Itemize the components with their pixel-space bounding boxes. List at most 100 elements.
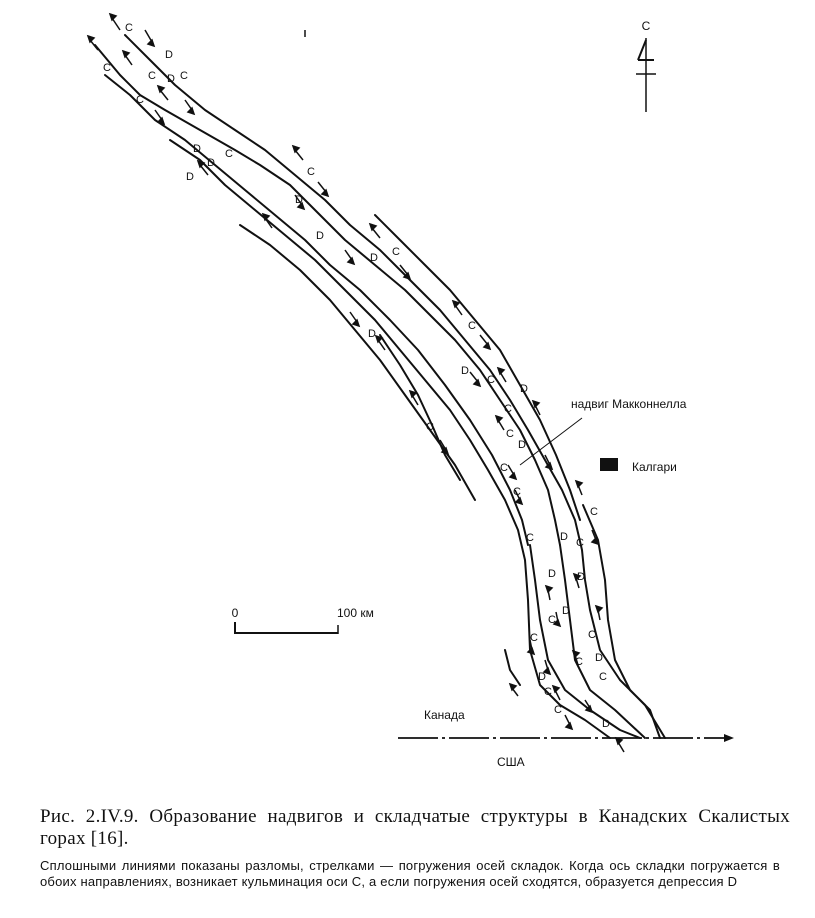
fault-line: [559, 544, 646, 739]
city-label: Калгари: [632, 460, 677, 474]
fold-mark: D: [295, 194, 303, 206]
plunge-arrow: [156, 84, 169, 101]
fold-mark: D: [548, 568, 556, 580]
plunge-arrow: [544, 454, 554, 471]
fold-mark: D: [560, 531, 568, 543]
fold-mark: С: [468, 320, 476, 332]
plunge-arrow: [584, 699, 594, 714]
plunge-arrow: [514, 489, 524, 506]
fold-mark: С: [526, 532, 534, 544]
fold-mark: С: [590, 506, 598, 518]
plunge-arrow: [108, 12, 121, 31]
fold-marks: С С D С D С D С D С D С D D С D С D С D …: [103, 22, 610, 730]
fold-mark: С: [103, 62, 111, 74]
plunge-arrow: [294, 194, 306, 211]
fold-mark: С: [548, 614, 556, 626]
fold-mark: С: [513, 486, 521, 498]
plunge-arrow: [479, 334, 492, 351]
fold-mark: С: [125, 22, 133, 34]
plunge-arrow: [368, 222, 381, 239]
scale-bar: 0 100 км: [232, 606, 374, 634]
caption-title: Рис. 2.IV.9. Образование надвигов и скла…: [40, 806, 790, 849]
fold-mark: D: [538, 671, 546, 683]
fault-line: [169, 139, 611, 739]
scale-start-label: 0: [232, 606, 239, 620]
fault-lines: [94, 34, 666, 739]
fold-mark: D: [207, 157, 215, 169]
fold-mark: С: [504, 403, 512, 415]
fold-mark: D: [520, 383, 528, 395]
plunge-arrow: [531, 399, 541, 416]
fault-line: [104, 74, 529, 546]
plunge-arrow: [574, 479, 584, 496]
plunge-arrow: [121, 49, 133, 66]
thrust-leader-line: [519, 417, 583, 466]
plunge-arrow: [344, 249, 356, 266]
plunge-arrow: [552, 611, 562, 628]
fold-mark: D: [193, 143, 201, 155]
plunge-arrow: [590, 529, 600, 546]
plunge-arrow: [614, 736, 625, 753]
usa-label: США: [497, 755, 525, 769]
fold-mark: D: [368, 328, 376, 340]
fold-mark: D: [602, 718, 610, 730]
fold-mark: С: [307, 166, 315, 178]
fold-mark: С: [576, 537, 584, 549]
fold-mark: С: [225, 148, 233, 160]
plunge-arrow: [494, 414, 505, 431]
fold-mark: С: [392, 246, 400, 258]
plunge-arrow: [571, 649, 581, 666]
plunge-arrow: [399, 264, 412, 281]
fold-mark: С: [575, 656, 583, 668]
plunge-arrow: [451, 299, 463, 316]
fold-mark: С: [599, 671, 607, 683]
fold-mark: D: [316, 230, 324, 242]
plunge-arrow: [291, 144, 304, 161]
fold-mark: D: [461, 365, 469, 377]
plunge-arrow: [408, 389, 419, 406]
plunge-arrow: [196, 159, 209, 176]
fold-mark: С: [506, 428, 514, 440]
plunge-arrow: [507, 464, 518, 481]
fold-mark: D: [167, 73, 175, 85]
fold-mark: С: [426, 421, 434, 433]
fault-line: [374, 214, 581, 521]
plunge-arrow: [572, 572, 582, 589]
plunge-arrow: [374, 334, 386, 351]
fold-mark: D: [595, 652, 603, 664]
north-arrow-icon: С: [636, 19, 656, 112]
fault-line: [582, 504, 661, 739]
plunge-arrow: [542, 659, 552, 676]
plunge-arrow: [594, 604, 604, 621]
plunge-arrow: [261, 212, 273, 229]
fold-mark: D: [562, 605, 570, 617]
plunge-arrow: [564, 714, 574, 731]
plunge-arrow: [439, 439, 450, 456]
fault-line: [239, 224, 476, 501]
plunge-arrow: [508, 682, 519, 697]
fold-mark: С: [544, 686, 552, 698]
fault-line: [529, 544, 641, 739]
fold-mark: С: [588, 629, 596, 641]
fold-mark: D: [165, 49, 173, 61]
fold-mark: D: [370, 252, 378, 264]
city-marker-icon: [600, 458, 618, 471]
fold-mark: D: [518, 439, 526, 451]
fold-mark: С: [487, 374, 495, 386]
plunge-arrow: [544, 584, 554, 601]
thrust-fold-map: С С D С D С D С D С D С D D С D С D С D …: [86, 12, 734, 769]
fold-mark: С: [148, 70, 156, 82]
fold-mark: С: [530, 632, 538, 644]
plunge-arrow: [317, 181, 330, 198]
fold-mark: С: [180, 70, 188, 82]
thrust-label: надвиг Макконнелла: [571, 397, 687, 411]
north-label: С: [642, 19, 651, 33]
plunge-arrow: [551, 684, 561, 701]
fold-mark: D: [577, 571, 585, 583]
plunge-arrow: [86, 34, 99, 51]
plunge-arrow: [496, 366, 507, 383]
plunge-arrow: [184, 99, 196, 116]
fault-line: [504, 649, 521, 686]
fault-line: [379, 334, 461, 481]
fault-line: [124, 34, 666, 739]
